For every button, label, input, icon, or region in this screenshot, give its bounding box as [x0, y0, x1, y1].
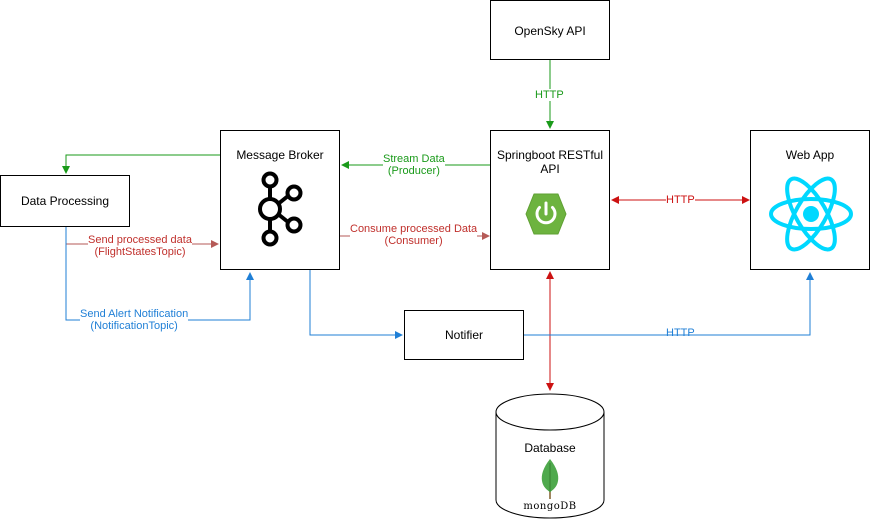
stream-data-line1: Stream Data: [383, 153, 445, 165]
opensky-http-text: HTTP: [535, 89, 564, 101]
kafka-icon: [258, 171, 303, 247]
data-processing-label: Data Processing: [20, 194, 110, 208]
notifier-webapp-http-text: HTTP: [666, 327, 695, 339]
alert-notification-line1: Send Alert Notification: [80, 308, 189, 320]
send-processed-line2: (FlightStatesTopic): [94, 246, 186, 258]
springboot-api-node: Springboot RESTful API: [490, 130, 610, 270]
message-broker-label: Message Broker: [236, 148, 324, 162]
consume-line2: (Consumer): [384, 235, 443, 247]
data-processing-node: Data Processing: [0, 175, 130, 227]
springboot-api-label: Springboot RESTful API: [496, 148, 604, 176]
edge-notifier-to-webapp: [524, 272, 814, 336]
opensky-api-label: OpenSky API: [514, 24, 586, 38]
mongodb-leaf-icon: [541, 459, 559, 499]
alert-notification-label: Send Alert Notification (NotificationTop…: [80, 308, 189, 332]
message-broker-node: Message Broker: [220, 130, 340, 270]
notifier-label: Notifier: [444, 328, 483, 342]
stream-data-label: Stream Data (Producer): [383, 153, 445, 177]
opensky-http-label: HTTP: [535, 89, 564, 101]
consume-label: Consume processed Data (Consumer): [350, 223, 478, 247]
send-processed-label: Send processed data (FlightStatesTopic): [88, 234, 192, 258]
send-processed-line1: Send processed data: [88, 234, 192, 246]
edge-broker-to-notifier: [309, 270, 403, 339]
database-label: Database: [524, 441, 576, 455]
spring-webapp-http-label: HTTP: [666, 194, 695, 206]
alert-notification-line2: (NotificationTopic): [90, 320, 178, 332]
consume-line1: Consume processed Data: [350, 223, 478, 235]
edge-broker-to-processing: [62, 154, 220, 174]
notifier-node: Notifier: [404, 310, 524, 360]
web-app-label: Web App: [785, 148, 835, 162]
spring-power-icon: [525, 193, 567, 235]
database-node: Database mongoDB: [496, 394, 604, 518]
opensky-api-node: OpenSky API: [490, 0, 610, 60]
web-app-node: Web App: [750, 130, 870, 270]
mongodb-wordmark: mongoDB: [523, 501, 577, 512]
stream-data-line2: (Producer): [387, 165, 440, 177]
spring-webapp-http-text: HTTP: [666, 194, 695, 206]
notifier-webapp-http-label: HTTP: [666, 327, 695, 339]
react-atom-icon: [769, 176, 853, 252]
